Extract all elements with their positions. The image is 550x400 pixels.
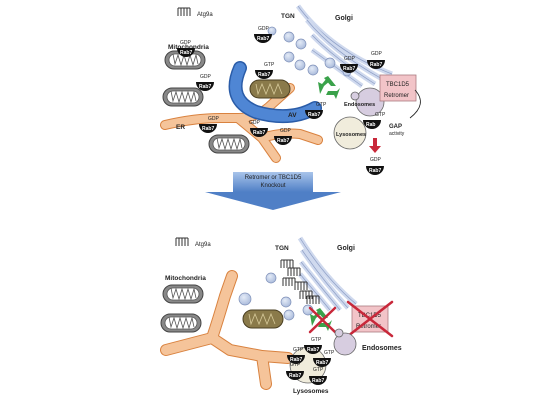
mitochondrion [162, 87, 204, 107]
mitochondrion [160, 313, 202, 333]
endosomes-label: Endosomes [362, 345, 402, 352]
rab7-gdp-cap: Rab7 GDP [366, 157, 384, 175]
recycle-icon [318, 76, 340, 99]
svg-text:Rab7: Rab7 [312, 378, 324, 384]
tbc1d5-label: TBC1D5 [386, 82, 410, 88]
svg-text:GDP: GDP [370, 157, 382, 163]
mitochondrion [162, 284, 204, 304]
svg-text:GTP: GTP [316, 102, 327, 108]
red-x-retromer-icon [346, 300, 394, 338]
atg9a-label: Atg9a [197, 12, 213, 18]
rab7-gdp-cap: Rab7 GDP [196, 74, 214, 91]
autophagosome-remnant [242, 309, 284, 329]
svg-text:GDP: GDP [200, 74, 212, 80]
red-x-recycle-icon [308, 306, 337, 334]
svg-text:GDP: GDP [371, 51, 383, 57]
rab-gtp-cap: Rab GTP [363, 112, 386, 129]
rab7-gtp-cap: Rab7 GTP [286, 362, 304, 380]
endosomes-label: Endosomes [344, 102, 375, 108]
rab7-gtp-cap: Rab7 GTP [309, 367, 327, 385]
svg-text:Rab7: Rab7 [369, 168, 381, 174]
svg-text:GTP: GTP [293, 347, 304, 353]
atg9a-legend-icon [175, 237, 189, 247]
rab7-gtp-cap: Rab7 GTP [305, 102, 327, 119]
golgi-label: Golgi [335, 15, 353, 22]
retromer-label: Retromer [384, 93, 409, 99]
bottom-panel: Atg9a Golgi TGN [160, 236, 402, 395]
gap-label: GAP [389, 124, 402, 130]
rab7-gtp-cap: Rab7 GTP [304, 337, 322, 354]
endosome [333, 328, 357, 356]
svg-text:Rab7: Rab7 [307, 347, 319, 353]
gap-red-arrow [369, 138, 381, 153]
lysosomes-label: Lysosomes [336, 132, 366, 138]
recycle-icon [310, 308, 332, 331]
av-label: AV [288, 112, 297, 119]
svg-text:Rab7: Rab7 [180, 50, 192, 56]
svg-text:GTP: GTP [375, 112, 386, 118]
svg-text:Rab7: Rab7 [257, 36, 269, 42]
svg-text:GDP: GDP [180, 40, 192, 46]
rab7-gdp-cap: Rab7 GDP [274, 128, 292, 145]
svg-text:Rab7: Rab7 [277, 138, 289, 144]
svg-text:Rab7: Rab7 [308, 112, 320, 118]
knockout-line2: Knockout [260, 183, 285, 189]
svg-text:Rab7: Rab7 [202, 126, 214, 132]
er-label: ER [176, 124, 185, 131]
svg-text:Rab7: Rab7 [316, 360, 328, 366]
svg-text:GTP: GTP [324, 350, 335, 356]
svg-text:Rab7: Rab7 [290, 357, 302, 363]
retromer-label: Retromer [356, 324, 381, 330]
rab7-gtp-cap: Rab7 GTP [255, 62, 275, 79]
rab7-gdp-cap: Rab7 GDP [199, 116, 220, 133]
rab7-gdp-cap: Rab7 GDP [340, 56, 358, 73]
top-panel: Atg9a Golgi TGN Mitochondria [160, 4, 421, 175]
svg-text:GTP: GTP [264, 62, 275, 68]
autophagic-vacuole [228, 61, 322, 124]
svg-text:Rab7: Rab7 [199, 84, 211, 90]
svg-text:GTP: GTP [311, 337, 322, 343]
golgi-stack [297, 236, 358, 312]
endosome [350, 87, 385, 117]
lysosome [333, 116, 367, 150]
rab7-gdp-cap: Rab7 GDP [249, 120, 268, 137]
golgi-label: Golgi [337, 245, 355, 252]
mitochondria-label: Mitochondria [168, 44, 209, 51]
rab7-gtp-cap: Rab7 GTP [313, 350, 335, 367]
svg-text:GDP: GDP [249, 120, 261, 126]
atg9a-label: Atg9a [195, 242, 211, 248]
gap-curve-arrow [409, 89, 421, 119]
svg-text:GDP: GDP [208, 116, 220, 122]
tbc1d5-label: TBC1D5 [358, 313, 382, 319]
mitochondrion [208, 134, 250, 154]
svg-text:GTP: GTP [290, 362, 301, 368]
svg-text:GDP: GDP [258, 26, 270, 32]
free-vesicles [238, 272, 314, 321]
endoplasmic-reticulum [160, 270, 294, 390]
rab7-gdp-cap: Rab7 GDP [367, 51, 385, 69]
svg-text:Rab7: Rab7 [370, 62, 382, 68]
knockout-line1: Retromer or TBC1D5 [245, 175, 302, 181]
tbc1d5-retromer-box: TBC1D5 Retromer [379, 74, 417, 102]
svg-text:Rab7: Rab7 [343, 66, 355, 72]
tgn-label: TGN [275, 245, 289, 252]
rab7-gdp-cap: Rab7 GDP [254, 26, 272, 43]
svg-text:Rab: Rab [366, 122, 375, 128]
svg-text:GTP: GTP [313, 367, 324, 373]
svg-text:GDP: GDP [344, 56, 356, 62]
rab7-gtp-cap: Rab7 GTP [287, 347, 305, 364]
svg-text:Rab7: Rab7 [258, 72, 270, 78]
svg-text:GDP: GDP [280, 128, 292, 134]
tgn-label: TGN [281, 13, 295, 20]
rab7-gdp-cap: Rab7 GDP [177, 40, 195, 57]
svg-text:Rab7: Rab7 [289, 373, 301, 379]
mitochondria-label: Mitochondria [165, 275, 206, 282]
lysosomes-label: Lysosomes [293, 388, 329, 395]
svg-text:Rab7: Rab7 [253, 130, 265, 136]
knockout-arrow: Retromer or TBC1D5 Knockout [205, 172, 341, 210]
gap-activity-label: activity [389, 131, 405, 137]
atg9a-legend-icon [177, 7, 191, 17]
